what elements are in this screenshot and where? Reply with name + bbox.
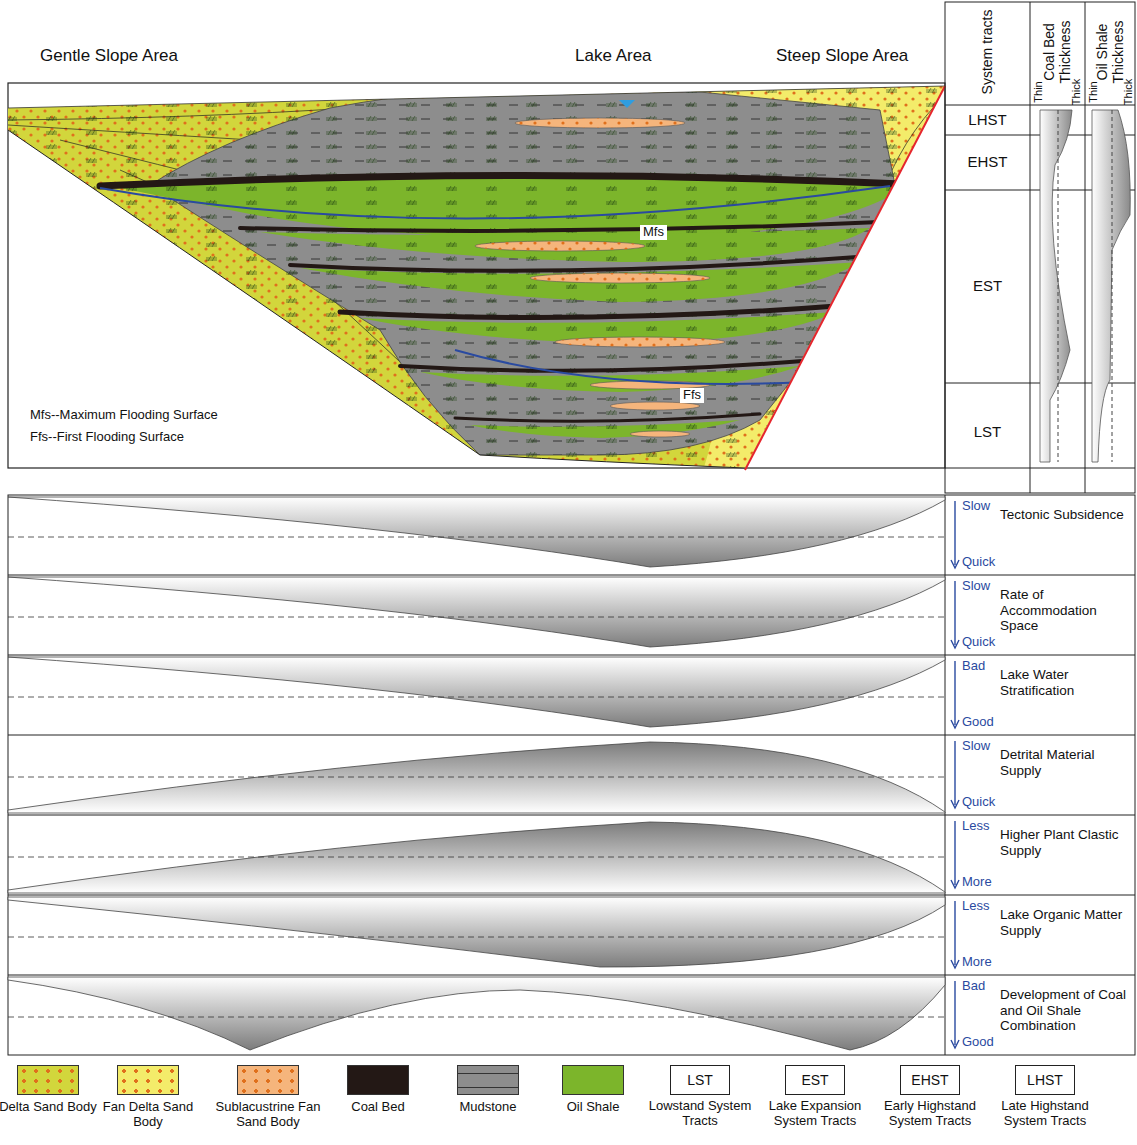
scale-arrow [951, 901, 959, 968]
legend-tract: LHST Late Highstand System Tracts [990, 1065, 1100, 1129]
area-label: Lake Area [575, 46, 652, 66]
legend-swatch [117, 1065, 179, 1095]
scale-top: Bad [962, 659, 985, 674]
scale-bottom: Quick [962, 555, 995, 570]
tract-name: Late Highstand System Tracts [990, 1099, 1100, 1129]
scale-bottom: Quick [962, 795, 995, 810]
scale-arrow [951, 981, 959, 1048]
legend-text: Oil Shale [538, 1100, 648, 1115]
scale-top: Slow [962, 499, 990, 514]
scale-bottom: More [962, 955, 992, 970]
scale-arrow [951, 741, 959, 808]
scale-top: Slow [962, 739, 990, 754]
surface-name: Mfs [643, 225, 664, 240]
scale-bottom: Good [962, 715, 994, 730]
thickness-scale: Thin [1087, 77, 1100, 107]
column-header: System tracts [979, 7, 995, 97]
thickness-scale: Thick [1070, 77, 1083, 107]
legend-swatch [17, 1065, 79, 1095]
area-label: Gentle Slope Area [40, 46, 178, 66]
tract-code: EST [801, 1072, 828, 1088]
area-label: Steep Slope Area [776, 46, 908, 66]
legend-swatch [347, 1065, 409, 1095]
scale-top: Less [962, 899, 989, 914]
scale-arrow [951, 501, 959, 568]
legend-swatch [237, 1065, 299, 1095]
legend-text: Delta Sand Body [0, 1100, 103, 1115]
system-tract-cell: EST [945, 277, 1030, 294]
scale-arrow [951, 581, 959, 648]
column-header: Oil Shale Thickness [1094, 7, 1126, 97]
tract-box: LST [670, 1065, 730, 1095]
system-tract-cell: LHST [945, 111, 1030, 128]
legend-tract: EST Lake Expansion System Tracts [760, 1065, 870, 1129]
factor-name: Higher Plant Clastic Supply [1000, 827, 1132, 858]
system-tract-cell: LST [945, 423, 1030, 440]
scale-bottom: More [962, 875, 992, 890]
area-label: Ffs--First Flooding Surface [30, 430, 184, 445]
legend-swatch [457, 1065, 519, 1095]
tract-box: EHST [900, 1065, 960, 1095]
factor-name: Tectonic Subsidence [1000, 507, 1132, 523]
factor-name: Detrital Material Supply [1000, 747, 1132, 778]
scale-bottom: Good [962, 1035, 994, 1050]
surface-tag: Ffs [680, 388, 704, 403]
scale-arrow [951, 821, 959, 888]
legend-text: Coal Bed [323, 1100, 433, 1115]
tract-name: Early Highstand System Tracts [875, 1099, 985, 1129]
thickness-scale: Thin [1032, 77, 1045, 107]
system-tract-cell: EHST [945, 153, 1030, 170]
tract-name: Lake Expansion System Tracts [760, 1099, 870, 1129]
tract-name: Lowstand System Tracts [645, 1099, 755, 1129]
tract-code: LST [687, 1072, 713, 1088]
factor-name: Lake Water Stratification [1000, 667, 1132, 698]
column-header: Coal Bed Thickness [1041, 7, 1073, 97]
factor-name: Rate of Accommodation Space [1000, 587, 1132, 634]
tract-code: LHST [1027, 1072, 1063, 1088]
surface-tag: Mfs [640, 225, 667, 240]
legend-text: Fan Delta Sand Body [93, 1100, 203, 1130]
surface-name: Ffs [683, 388, 701, 403]
tract-code: EHST [911, 1072, 948, 1088]
thickness-scale: Thick [1122, 77, 1135, 107]
legend-tract: LST Lowstand System Tracts [645, 1065, 755, 1129]
tract-box: EST [785, 1065, 845, 1095]
legend-text: Mudstone [433, 1100, 543, 1115]
area-label: Mfs--Maximum Flooding Surface [30, 408, 218, 423]
factor-name: Lake Organic Matter Supply [1000, 907, 1132, 938]
legend-swatch [562, 1065, 624, 1095]
tract-box: LHST [1015, 1065, 1075, 1095]
scale-top: Less [962, 819, 989, 834]
legend-tract: EHST Early Highstand System Tracts [875, 1065, 985, 1129]
legend-text: Sublacustrine Fan Sand Body [213, 1100, 323, 1130]
scale-top: Bad [962, 979, 985, 994]
scale-top: Slow [962, 579, 990, 594]
factor-name: Development of Coal and Oil Shale Combin… [1000, 987, 1132, 1034]
scale-arrow [951, 661, 959, 728]
scale-bottom: Quick [962, 635, 995, 650]
